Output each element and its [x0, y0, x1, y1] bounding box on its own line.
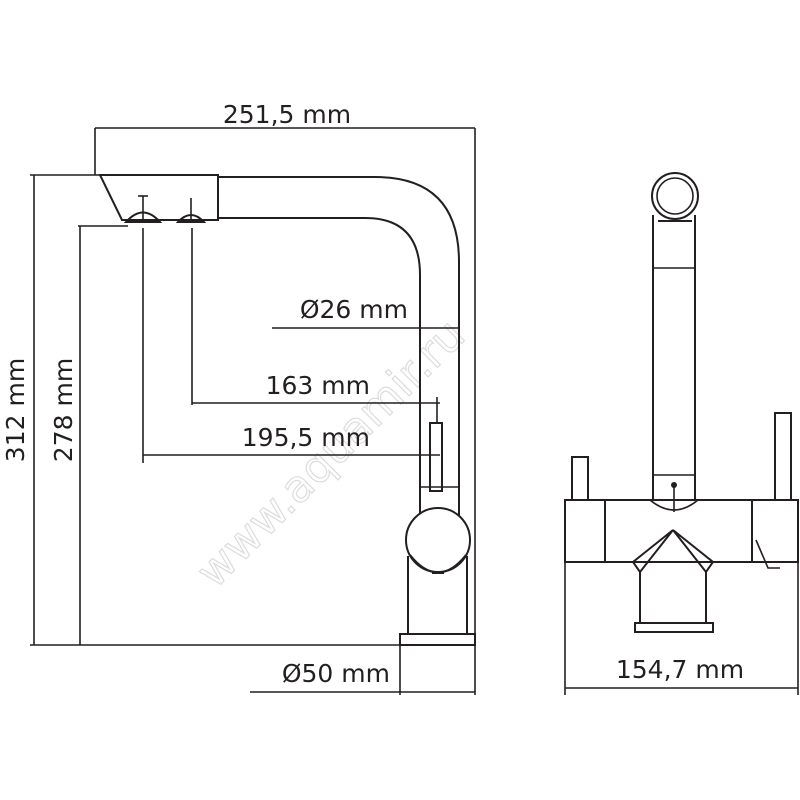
front-dimensions: 154,7 mm: [564, 562, 799, 695]
dim-width: 154,7 mm: [616, 655, 744, 684]
dim-reach-1: 163 mm: [266, 371, 370, 400]
dim-spout-diameter: Ø26 mm: [300, 295, 408, 324]
side-dimensions: 251,5 mm 312 mm 278 mm Ø26 mm 163 mm 195…: [1, 100, 476, 695]
dim-reach-2: 195,5 mm: [242, 423, 370, 452]
mixer-body-front: [564, 499, 799, 563]
spout: [218, 176, 460, 530]
dim-spout-height: 278 mm: [49, 358, 78, 462]
base-plate-front: [634, 622, 714, 633]
dim-base-diameter: Ø50 mm: [282, 659, 390, 688]
front-view: [564, 172, 799, 633]
faucet-head: [98, 174, 219, 221]
spout-end: [651, 172, 699, 220]
base-plate: [399, 633, 476, 646]
dim-total-height: 312 mm: [1, 358, 30, 462]
aerator-icon: [123, 195, 207, 223]
side-view: [98, 174, 476, 646]
dim-total-length: 251,5 mm: [223, 100, 351, 129]
left-handle: [571, 456, 589, 501]
lever: [429, 422, 443, 492]
right-handle: [774, 412, 792, 501]
